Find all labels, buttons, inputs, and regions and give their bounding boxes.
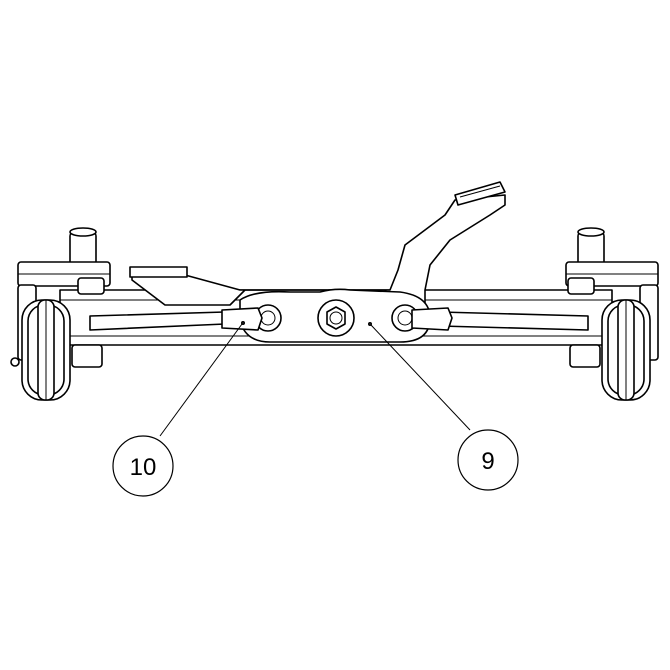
caster-left <box>10 227 111 401</box>
tie-rod-right <box>411 307 589 331</box>
pivot-plate <box>239 288 431 343</box>
leader-line-9 <box>370 324 471 431</box>
caster-right <box>565 227 659 401</box>
callout-label-9: 9 <box>481 448 494 475</box>
callout-balloon-10: 10 <box>112 435 174 497</box>
steering-bracket <box>129 181 506 306</box>
callout-label-10: 10 <box>130 454 157 481</box>
leader-line-10 <box>159 323 243 437</box>
callout-balloon-9: 9 <box>457 429 519 491</box>
tie-rod-left <box>89 307 263 331</box>
